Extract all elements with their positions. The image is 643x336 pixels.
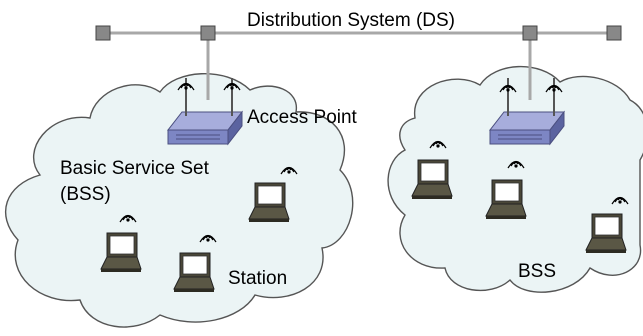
- laptop-icon: [485, 179, 527, 220]
- ds-node-icon: [522, 25, 538, 41]
- bss-cloud-left: [4, 72, 354, 328]
- laptop-icon: [100, 232, 142, 273]
- bss-cloud-right: [387, 65, 643, 293]
- ds-node-icon: [95, 25, 111, 41]
- laptop-icon: [173, 252, 215, 293]
- laptop-icon: [585, 213, 627, 254]
- bss-abbrev-label: (BSS): [60, 184, 111, 205]
- ds-label: Distribution System (DS): [247, 10, 455, 31]
- laptop-icon: [248, 182, 290, 223]
- ds-node-icon: [606, 25, 622, 41]
- station-label: Station: [228, 268, 287, 289]
- bss-label: Basic Service Set: [60, 158, 210, 179]
- access-point-label: Access Point: [247, 107, 358, 128]
- bss-right-label: BSS: [518, 261, 556, 282]
- ds-node-icon: [200, 25, 216, 41]
- laptop-icon: [411, 159, 453, 200]
